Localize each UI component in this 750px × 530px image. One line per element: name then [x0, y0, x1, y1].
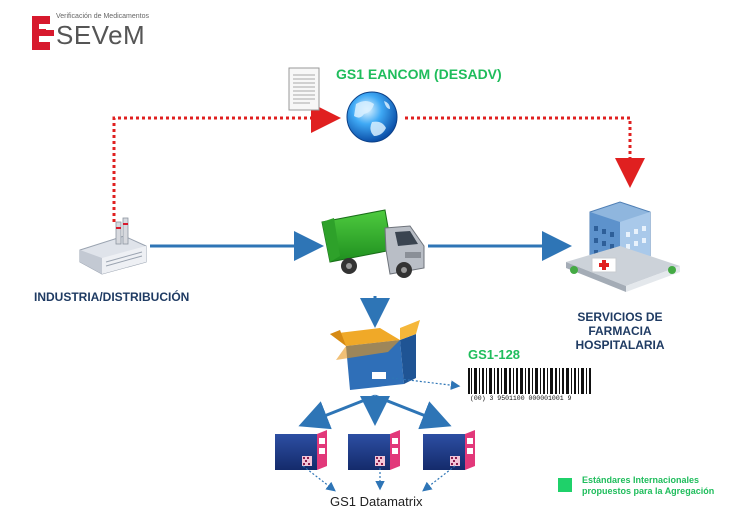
pack-to-datamatrix-arrow — [422, 465, 456, 492]
medicine-pack-icon — [423, 430, 475, 470]
barcode-digits: (00) 3 9501100 000001001 9 — [470, 395, 572, 402]
legend-line2: propuestos para la Agregación — [582, 486, 715, 496]
sevem-logo — [32, 12, 182, 52]
gs1-128-barcode — [466, 367, 594, 399]
industry-label: INDUSTRIA/DISTRIBUCIÓN — [34, 290, 190, 304]
medicine-pack-icon — [348, 430, 400, 470]
eancom-label: GS1 EANCOM (DESADV) — [336, 66, 502, 82]
eancom-dotted-path-left — [112, 103, 341, 222]
gs1-128-label: GS1-128 — [468, 347, 521, 362]
sevem-logo-mark — [32, 16, 54, 50]
flow-arrow-box-pack-right — [374, 394, 452, 430]
globe-icon — [346, 91, 398, 143]
truck-icon — [321, 209, 425, 278]
flow-arrow-box-pack-left — [298, 394, 376, 430]
shipping-box-icon — [330, 320, 420, 390]
logo-wordmark: SEVeM — [56, 20, 146, 50]
medicine-pack-icon — [275, 430, 327, 470]
hospital-icon — [566, 201, 680, 292]
datamatrix-label: GS1 Datamatrix — [330, 494, 423, 509]
legend-text: Estándares Internacionales propuestos pa… — [582, 475, 714, 497]
logo-tagline: Verificación de Medicamentos — [56, 13, 149, 20]
eancom-dotted-path-right — [405, 116, 645, 188]
pack-to-datamatrix-arrow — [302, 465, 336, 492]
hospital-label-line1: SERVICIOS DE FARMACIA — [577, 310, 663, 338]
factory-icon — [79, 217, 147, 275]
document-icon — [288, 67, 320, 111]
hospital-label: SERVICIOS DE FARMACIA HOSPITALARIA — [545, 310, 695, 352]
box-to-barcode-arrow — [391, 377, 461, 390]
hospital-label-line2: HOSPITALARIA — [575, 338, 665, 352]
legend-swatch — [558, 478, 572, 492]
legend-line1: Estándares Internacionales — [582, 475, 700, 485]
